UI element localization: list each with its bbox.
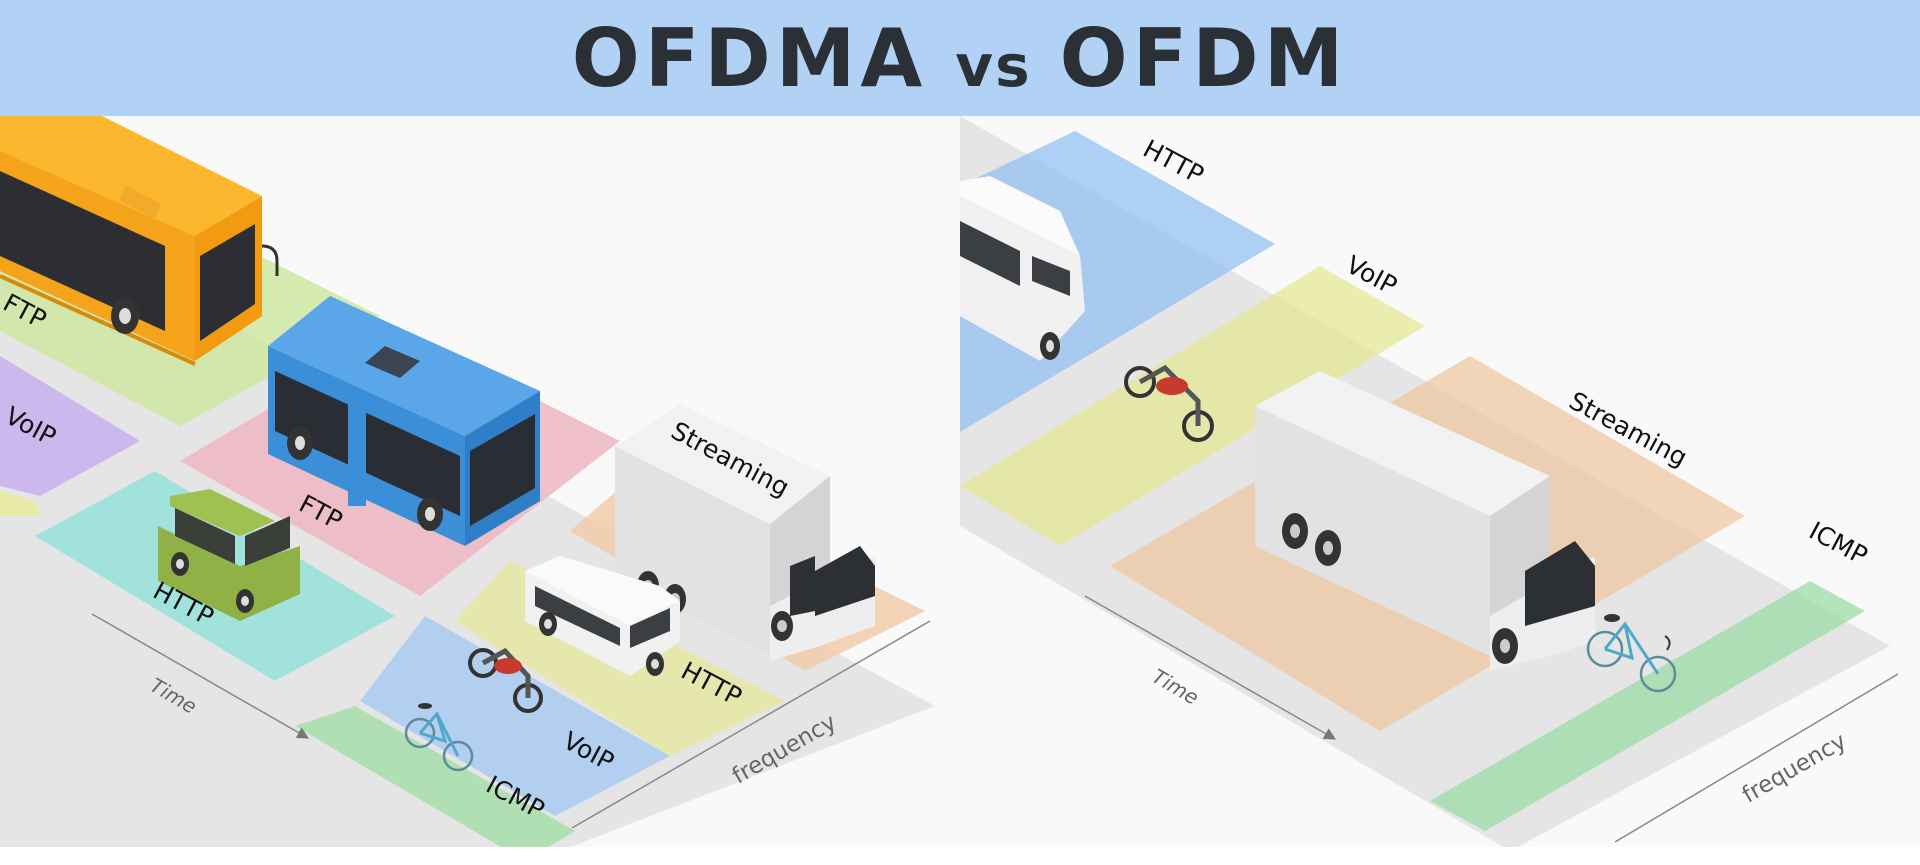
ofdm-band-icmp [1430,581,1865,831]
blue-bus [268,296,540,546]
ofdma-block-voip-1 [0,356,140,496]
ofdm-frequency-line [1614,673,1899,843]
title-banner: OFDMA vs OFDM [0,0,1920,116]
bicycle [404,703,474,772]
ofdm-band-voip [960,266,1425,546]
page-title: OFDMA vs OFDM [572,12,1349,105]
title-ofdm: OFDM [1059,11,1349,105]
white-truck [615,404,875,661]
ofdma-time-arrow [91,613,310,739]
ofdma-frequency-line [571,620,931,829]
white-van [960,176,1085,361]
ofdma-block-partial [0,491,40,516]
ofdma-block-icmp [295,706,575,847]
motorcycle [468,647,543,713]
bicycle [1586,614,1677,693]
ofdma-diagram: FTP VoIP FTP HTTP Streaming HTTP VoIP IC… [0,116,960,847]
white-van [525,556,680,676]
green-suv [158,489,300,621]
ofdma-illustration [0,116,935,847]
orange-bus [0,116,279,366]
white-truck [1255,371,1595,671]
ofdm-time-arrow [1084,595,1337,740]
ofdm-illustration [960,116,1899,847]
title-ofdma: OFDMA [571,11,928,105]
title-vs: vs [955,31,1032,100]
motorcycle [1124,364,1214,442]
ofdm-diagram: HTTP VoIP Streaming ICMP Time frequency [960,116,1920,847]
ofdma-block-voip-2 [360,616,670,816]
